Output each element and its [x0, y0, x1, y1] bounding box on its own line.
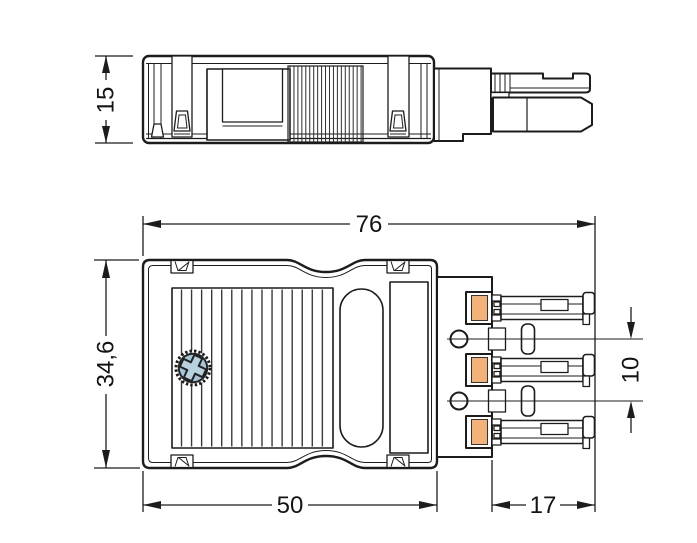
dim-label-17: 17	[530, 492, 557, 519]
connector-side-view	[141, 54, 593, 145]
latch-tab	[170, 454, 194, 469]
dimension-total-length-76: 76	[142, 211, 596, 512]
latch-tab	[386, 259, 410, 274]
screw-icon	[174, 349, 212, 387]
connector-plan-view	[141, 258, 643, 470]
latch-foot	[150, 123, 165, 138]
dim-label-76: 76	[356, 211, 383, 238]
latch-tab	[386, 454, 410, 469]
contact-row	[465, 415, 596, 450]
locking-latch-side	[490, 72, 591, 94]
dim-label-34-6: 34,6	[93, 341, 120, 388]
cover-slot	[339, 288, 384, 448]
dimension-contact-length-17: 17	[491, 460, 595, 519]
dimension-housing-length-50: 50	[142, 471, 438, 519]
dimension-height-15: 15	[92, 55, 133, 144]
latch-tab	[170, 259, 194, 274]
dim-label-50: 50	[277, 492, 304, 519]
dim-label-10: 10	[618, 357, 645, 384]
cover-panel	[389, 281, 429, 454]
ribbed-grip	[287, 65, 364, 143]
dimension-body-width-34-6: 34,6	[92, 259, 140, 469]
strain-relief-block	[433, 67, 492, 142]
contact-pin-side	[492, 96, 593, 133]
dim-label-15: 15	[93, 87, 120, 114]
contact-row	[465, 353, 596, 388]
dimensions: 15 76 34,6	[92, 55, 645, 519]
dimension-pitch-10: 10	[617, 307, 645, 433]
contact-row	[465, 291, 596, 326]
